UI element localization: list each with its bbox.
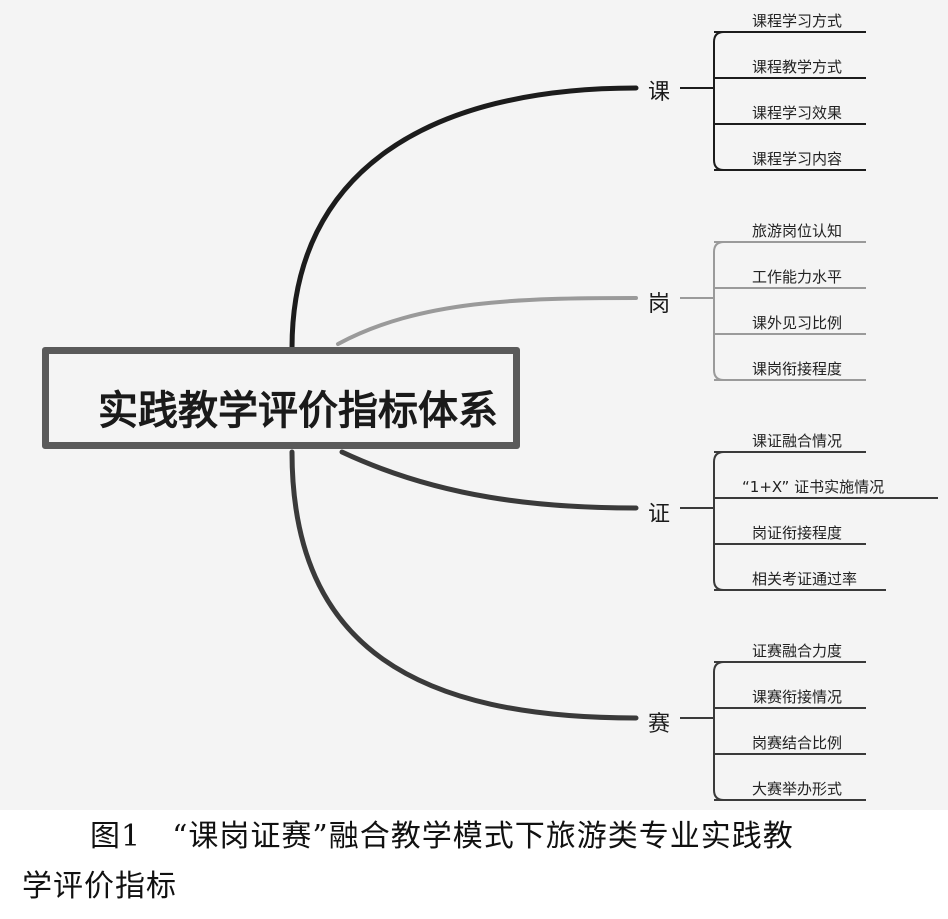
- root-label: 实践教学评价指标体系: [98, 388, 498, 434]
- branch-bracket-0: [713, 31, 725, 171]
- leaf-sai-4: 大赛举办形式: [752, 780, 843, 798]
- branch-curve-1: [336, 296, 638, 346]
- leaf-ke-4: 课程学习内容: [752, 150, 843, 168]
- leaf-gang-3: 课外见习比例: [752, 314, 843, 332]
- leaf-sai-1: 证赛融合力度: [752, 642, 843, 660]
- caption-line-2: 学评价指标: [22, 869, 177, 904]
- leaf-ke-2: 课程教学方式: [752, 58, 843, 76]
- connector-lines: [289, 31, 938, 801]
- branch-curve-2: [339, 449, 639, 511]
- branch-curve-3: [289, 449, 639, 721]
- leaf-ke-1: 课程学习方式: [752, 12, 843, 30]
- leaf-sai-3: 岗赛结合比例: [752, 734, 843, 752]
- leaf-sai-2: 课赛衔接情况: [752, 688, 843, 706]
- branch-bracket-2: [713, 451, 725, 591]
- leaf-gang-2: 工作能力水平: [752, 268, 843, 286]
- root-node: [42, 347, 520, 449]
- branch-zheng-label: 证: [648, 502, 671, 527]
- branch-ke-label: 课: [648, 80, 671, 105]
- branch-curve-0: [289, 85, 639, 351]
- branch-sai-label: 赛: [648, 712, 671, 737]
- leaf-gang-1: 旅游岗位认知: [752, 222, 843, 240]
- leaf-zheng-4: 相关考证通过率: [752, 570, 858, 588]
- leaf-zheng-3: 岗证衔接程度: [752, 524, 843, 542]
- caption-line-1: 图1 “课岗证赛”融合教学模式下旅游类专业实践教: [90, 819, 794, 854]
- leaf-zheng-2: “1+X” 证书实施情况: [742, 478, 885, 496]
- leaf-gang-4: 课岗衔接程度: [752, 360, 843, 378]
- mind-map: 实践教学评价指标体系 课 岗 证 赛 课程学习方式 课程教学方式 课程学习效果 …: [0, 0, 948, 810]
- branch-bracket-1: [713, 241, 725, 381]
- leaf-ke-3: 课程学习效果: [752, 104, 843, 122]
- branch-gang-label: 岗: [648, 292, 671, 317]
- branch-bracket-3: [713, 661, 725, 801]
- leaf-zheng-1: 课证融合情况: [752, 432, 843, 450]
